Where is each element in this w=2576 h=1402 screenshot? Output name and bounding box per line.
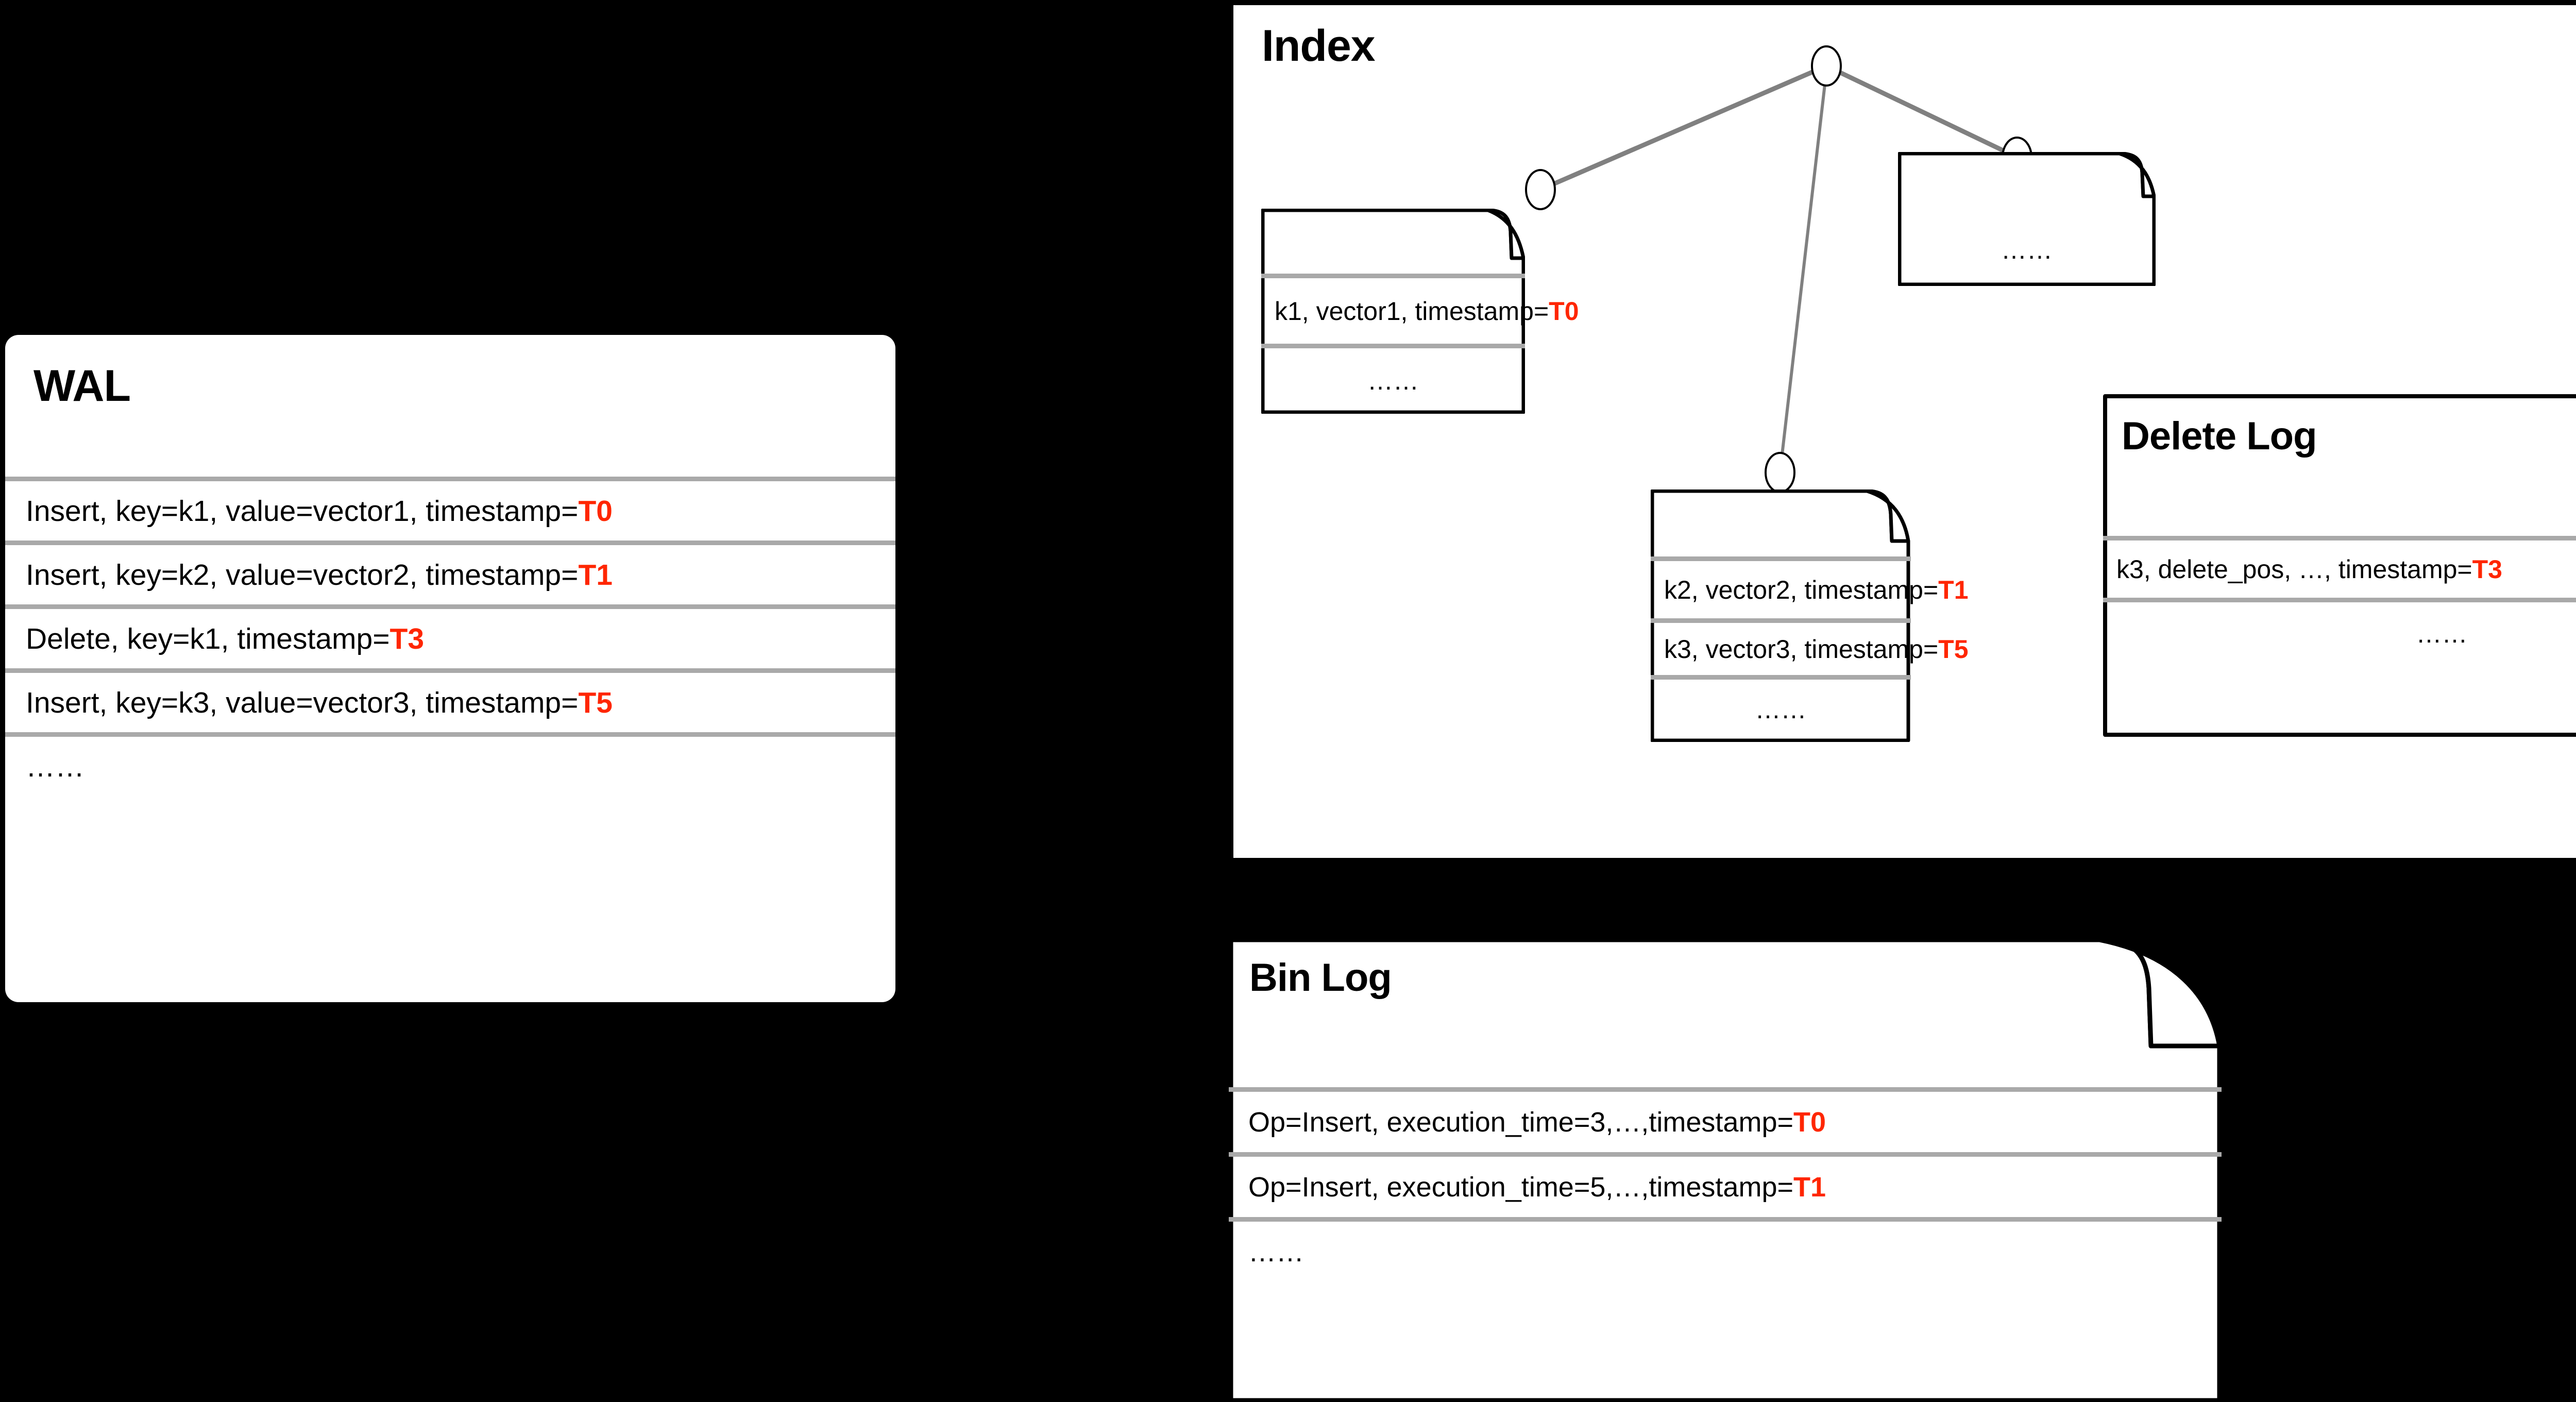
timestamp-value: T1 bbox=[578, 558, 613, 592]
timestamp-value: T0 bbox=[1549, 296, 1579, 326]
tree-edges bbox=[1539, 63, 2018, 473]
wal-row-text: Insert, key=k3, value=vector3, timestamp… bbox=[26, 686, 613, 719]
index-leaf-card-ellipsis: …… bbox=[1898, 152, 2156, 286]
bin-log-title: Bin Log bbox=[1249, 956, 1392, 1000]
card-row: k1, vector1, timestamp=T0 bbox=[1261, 274, 1579, 344]
card-row-text: k3, delete_pos, …, timestamp=T3 bbox=[2116, 554, 2502, 584]
document-shape bbox=[1229, 938, 2222, 1402]
card-row: …… bbox=[1229, 1217, 2222, 1282]
tree-node-root bbox=[1811, 45, 1842, 87]
card-row-text: …… bbox=[1755, 695, 1807, 724]
tree-node-left bbox=[1525, 169, 1556, 210]
card-row-list: k3, delete_pos, …, timestamp=T3 …… bbox=[2103, 536, 2576, 665]
wal-row: Delete, key=k1, timestamp=T3 bbox=[5, 604, 895, 668]
card-row-list: k2, vector2, timestamp=T1 k3, vector3, t… bbox=[1651, 556, 1969, 739]
wal-row-text: …… bbox=[26, 750, 84, 783]
document-shape bbox=[1261, 209, 1525, 414]
card-row-list: Op=Insert, execution_time=3,…,timestamp=… bbox=[1229, 1087, 2222, 1282]
timestamp-value: T3 bbox=[2472, 554, 2502, 584]
document-shape bbox=[2103, 394, 2576, 737]
wal-row: Insert, key=k2, value=vector2, timestamp… bbox=[5, 540, 895, 604]
card-row-text: …… bbox=[2416, 619, 2468, 648]
card-row: Op=Insert, execution_time=5,…,timestamp=… bbox=[1229, 1152, 2222, 1217]
index-title: Index bbox=[1262, 21, 1376, 71]
wal-title: WAL bbox=[33, 361, 131, 411]
card-row-text: k3, vector3, timestamp=T5 bbox=[1664, 634, 1969, 664]
wal-row-text: Insert, key=k1, value=vector1, timestamp… bbox=[26, 494, 613, 528]
card-row: k2, vector2, timestamp=T1 bbox=[1651, 556, 1969, 618]
card-row: …… bbox=[1261, 344, 1525, 413]
wal-row: …… bbox=[5, 732, 895, 796]
timestamp-value: T5 bbox=[578, 686, 613, 719]
timestamp-value: T1 bbox=[1938, 575, 1969, 604]
card-row-list: …… bbox=[1898, 219, 2156, 281]
wal-panel: WAL Insert, key=k1, value=vector1, times… bbox=[5, 335, 895, 1002]
timestamp-value: T5 bbox=[1938, 634, 1969, 664]
timestamp-value: T0 bbox=[578, 494, 613, 528]
card-row-list: k1, vector1, timestamp=T0 …… bbox=[1261, 274, 1579, 413]
timestamp-value: T1 bbox=[1793, 1171, 1826, 1203]
card-row: …… bbox=[2103, 598, 2576, 665]
timestamp-value: T3 bbox=[389, 622, 425, 655]
card-row: …… bbox=[1651, 675, 1911, 739]
wal-row-list: Insert, key=k1, value=vector1, timestamp… bbox=[5, 477, 895, 796]
index-leaf-card-k1: k1, vector1, timestamp=T0 …… bbox=[1261, 209, 1579, 414]
card-row-text: Op=Insert, execution_time=3,…,timestamp=… bbox=[1248, 1106, 1826, 1138]
card-row-text: k2, vector2, timestamp=T1 bbox=[1664, 575, 1969, 604]
wal-row: Insert, key=k3, value=vector3, timestamp… bbox=[5, 668, 895, 732]
tree-node-down bbox=[1765, 452, 1795, 493]
card-row-text: Op=Insert, execution_time=5,…,timestamp=… bbox=[1248, 1171, 1826, 1203]
wal-row-text: Insert, key=k2, value=vector2, timestamp… bbox=[26, 558, 613, 592]
delete-log-title: Delete Log bbox=[2122, 414, 2317, 458]
card-row-text: …… bbox=[1367, 366, 1419, 395]
index-leaf-card-k2-k3: k2, vector2, timestamp=T1 k3, vector3, t… bbox=[1651, 489, 1969, 742]
wal-row: Insert, key=k1, value=vector1, timestamp… bbox=[5, 477, 895, 540]
wal-row-text: Delete, key=k1, timestamp=T3 bbox=[26, 622, 425, 655]
timestamp-value: T0 bbox=[1793, 1106, 1826, 1138]
bin-log-panel: Bin Log Op=Insert, execution_time=3,…,ti… bbox=[1229, 938, 2222, 1402]
document-shape bbox=[1898, 152, 2156, 286]
delete-log-panel: Delete Log k3, delete_pos, …, timestamp=… bbox=[2103, 394, 2576, 737]
card-row: …… bbox=[1898, 219, 2156, 281]
card-row: k3, delete_pos, …, timestamp=T3 bbox=[2103, 536, 2576, 598]
card-row-text: k1, vector1, timestamp=T0 bbox=[1275, 296, 1579, 326]
card-row-text: …… bbox=[1248, 1236, 1304, 1268]
card-row: Op=Insert, execution_time=3,…,timestamp=… bbox=[1229, 1087, 2222, 1152]
card-row: k3, vector3, timestamp=T5 bbox=[1651, 618, 1969, 675]
card-row-text: …… bbox=[2001, 235, 2053, 264]
